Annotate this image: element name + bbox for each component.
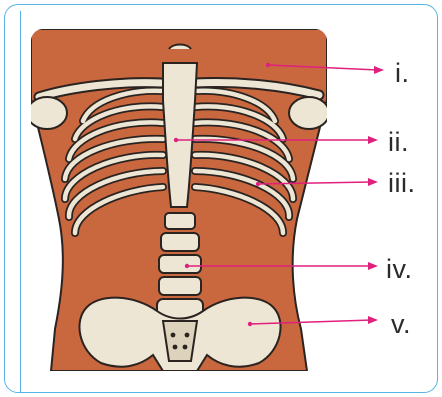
label-v: v. xyxy=(391,311,411,338)
pointer-line-v xyxy=(250,320,372,324)
pointer-line-iii xyxy=(258,182,372,184)
pointer-dot-v xyxy=(248,322,252,326)
pointer-line-i xyxy=(268,65,378,70)
pointer-dot-iv xyxy=(185,264,189,268)
pointer-dot-iii xyxy=(256,182,260,186)
arrowhead-iv xyxy=(368,262,378,270)
pointer-dot-ii xyxy=(174,138,178,142)
arrowhead-iii xyxy=(368,178,378,186)
arrowhead-v xyxy=(368,316,378,324)
label-i: i. xyxy=(395,60,410,87)
arrowhead-ii xyxy=(368,136,378,144)
pointer-dot-i xyxy=(266,63,270,67)
arrowhead-i xyxy=(374,66,384,74)
label-iii: iii. xyxy=(388,170,416,197)
label-iv: iv. xyxy=(386,256,413,283)
label-ii: ii. xyxy=(388,129,409,156)
